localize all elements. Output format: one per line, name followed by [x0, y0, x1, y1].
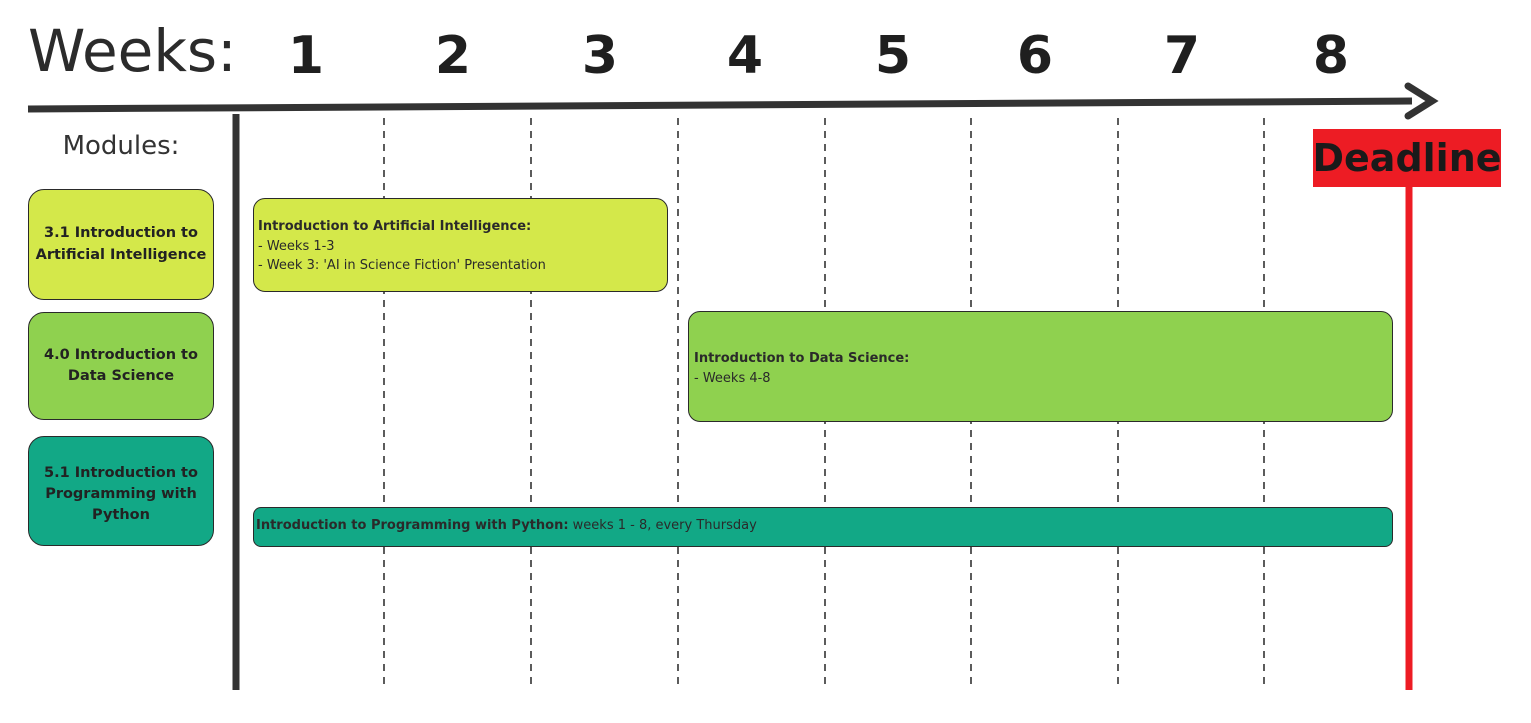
task-title: Introduction to Programming with Python: [256, 518, 569, 533]
module-label: 5.1 Introduction to Programming with Pyt… [44, 465, 198, 524]
module-card-ai[interactable]: 3.1 Introduction to Artificial Intellige… [28, 189, 214, 300]
task-bar-python[interactable]: Introduction to Programming with Python:… [253, 507, 1393, 547]
week-number-3: 3 [581, 26, 619, 86]
task-detail: - Week 3: 'AI in Science Fiction' Presen… [258, 258, 546, 273]
module-card-data-science[interactable]: 4.0 Introduction to Data Science [28, 312, 214, 420]
modules-title: Modules: [62, 131, 180, 161]
week-number-4: 4 [726, 26, 764, 86]
week-number-6: 6 [1016, 26, 1054, 86]
module-label: 4.0 Introduction to Data Science [44, 346, 198, 384]
task-title: Introduction to Data Science: [694, 351, 910, 366]
week-number-7: 7 [1163, 26, 1201, 86]
task-detail: - Weeks 1-3 [258, 238, 335, 254]
task-title: Introduction to Artificial Intelligence: [258, 219, 532, 234]
task-bar-data-science[interactable]: Introduction to Data Science: - Weeks 4-… [688, 311, 1393, 422]
week-number-5: 5 [874, 26, 912, 86]
task-detail: weeks 1 - 8, every Thursday [568, 518, 757, 533]
task-bar-ai[interactable]: Introduction to Artificial Intelligence:… [253, 198, 668, 292]
timeline-arrowhead-icon [1404, 82, 1439, 120]
week-number-1: 1 [287, 26, 325, 86]
task-detail: - Weeks 4-8 [694, 370, 771, 386]
timeline-axis-line [27, 97, 1413, 113]
module-label: 3.1 Introduction to Artificial Intellige… [35, 225, 207, 263]
module-card-python[interactable]: 5.1 Introduction to Programming with Pyt… [28, 436, 214, 546]
week-number-8: 8 [1312, 26, 1350, 86]
deadline-label: Deadline [1312, 129, 1502, 187]
week-number-2: 2 [434, 26, 472, 86]
weeks-title: Weeks: [28, 17, 237, 85]
